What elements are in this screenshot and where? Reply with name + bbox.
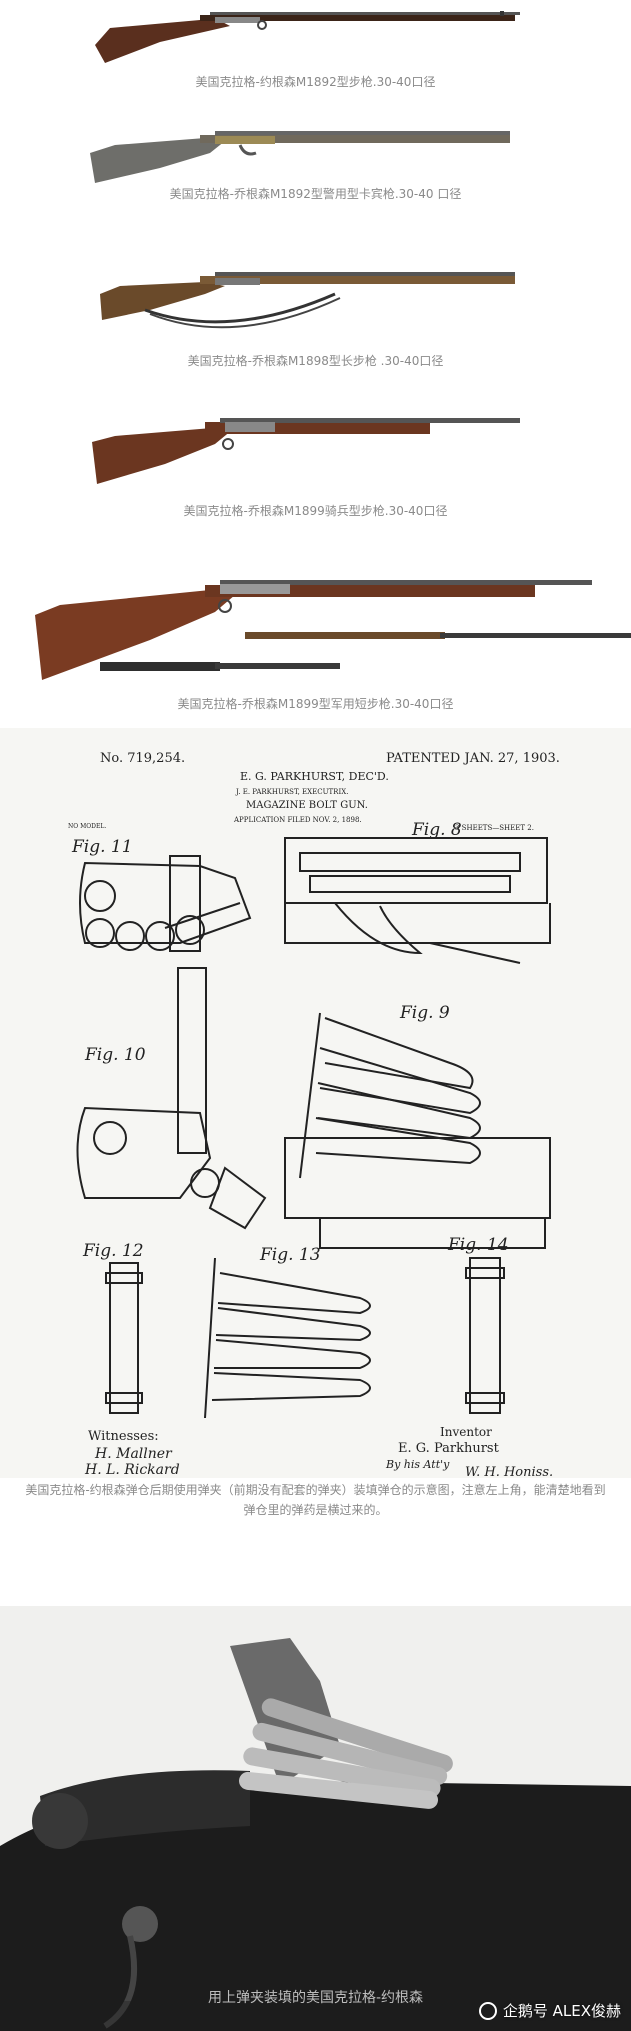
fig-14-label: Fig. 14 <box>447 1235 509 1255</box>
rifle-caption-5: 美国克拉格-乔根森M1899型军用短步枪.30-40口径 <box>177 697 454 711</box>
rifle-caption-1: 美国克拉格-约根森M1892型步枪.30-40口径 <box>195 75 436 89</box>
attorney-line: By his Att'y <box>385 1458 450 1471</box>
rifle-figure-5: 美国克拉格-乔根森M1899型军用短步枪.30-40口径 <box>0 540 631 720</box>
watermark-text: 企鹅号 ALEX俊赫 <box>502 2002 621 2020</box>
patent-caption: 美国克拉格-约根森弹仓后期使用弹夹（前期没有配套的弹夹）装填弹仓的示意图，注意左… <box>25 1483 606 1517</box>
rifle-figure-4: 美国克拉格-乔根森M1899骑兵型步枪.30-40口径 <box>0 392 631 527</box>
penguin-logo-icon <box>478 2001 497 2020</box>
patent-sheets: 3 SHEETS—SHEET 2. <box>455 824 534 832</box>
inventor-name: E. G. Parkhurst <box>398 1441 500 1456</box>
fig-12-label: Fig. 12 <box>82 1241 144 1261</box>
fig-12-drawing <box>105 1262 143 1414</box>
patent-date: PATENTED JAN. 27, 1903. <box>386 751 560 766</box>
fig-10-drawing <box>76 967 267 1230</box>
patent-section: No. 719,254. PATENTED JAN. 27, 1903. E. … <box>0 728 631 1517</box>
photo-caption: 用上弹夹装填的美国克拉格-约根森 <box>207 1990 424 2006</box>
rifle-figure-1: 美国克拉格-约根森M1892型步枪.30-40口径 <box>0 0 631 95</box>
fig-11-label: Fig. 11 <box>71 837 133 857</box>
fig-14-drawing <box>465 1257 505 1414</box>
attorney-signature: W. H. Honiss. <box>465 1465 553 1478</box>
rifle-image-4 <box>92 418 520 484</box>
fig-9-label: Fig. 9 <box>399 1003 450 1023</box>
rifle-caption-3: 美国克拉格-乔根森M1898型长步枪 .30-40口径 <box>187 354 444 368</box>
inventor-label: Inventor <box>440 1425 492 1439</box>
fig-8-drawing <box>284 837 551 964</box>
patent-title: MAGAZINE BOLT GUN. <box>246 800 368 811</box>
rifle-image-5 <box>35 580 631 680</box>
patent-filed: APPLICATION FILED NOV. 2, 1898. <box>233 816 362 824</box>
patent-drawing: No. 719,254. PATENTED JAN. 27, 1903. E. … <box>0 728 631 1478</box>
patent-number: No. 719,254. <box>100 751 185 766</box>
rifle-image-1 <box>95 11 520 63</box>
fig-11-drawing <box>79 855 252 952</box>
loading-photo: 用上弹夹装填的美国克拉格-约根森 企鹅号 ALEX俊赫 <box>0 1606 631 2031</box>
fig-13-drawing <box>204 1257 371 1419</box>
patent-inventor-header: E. G. PARKHURST, DEC'D. <box>240 770 389 783</box>
witnesses-label: Witnesses: <box>88 1429 159 1444</box>
loading-photo-image <box>0 1606 631 2031</box>
fig-8-label: Fig. 8 <box>411 820 462 840</box>
rifle-image-2 <box>90 131 510 183</box>
watermark: 企鹅号 ALEX俊赫 <box>478 2000 621 2021</box>
patent-no-model: NO MODEL. <box>68 823 106 830</box>
rifle-caption-2: 美国克拉格-乔根森M1892型警用型卡宾枪.30-40 口径 <box>169 187 462 201</box>
rifle-caption-4: 美国克拉格-乔根森M1899骑兵型步枪.30-40口径 <box>183 504 448 518</box>
patent-executrix: J. E. PARKHURST, EXECUTRIX. <box>235 788 348 796</box>
fig-9-drawing <box>284 1012 551 1249</box>
fig-10-label: Fig. 10 <box>84 1045 146 1065</box>
rifle-figure-3: 美国克拉格-乔根森M1898型长步枪 .30-40口径 <box>0 252 631 382</box>
rifle-figure-2: 美国克拉格-乔根森M1892型警用型卡宾枪.30-40 口径 <box>0 103 631 238</box>
witness-2-signature: H. L. Rickard <box>84 1462 180 1478</box>
fig-13-label: Fig. 13 <box>259 1245 321 1265</box>
rifle-image-3 <box>100 272 515 329</box>
witness-1-signature: H. Mallner <box>94 1446 173 1462</box>
